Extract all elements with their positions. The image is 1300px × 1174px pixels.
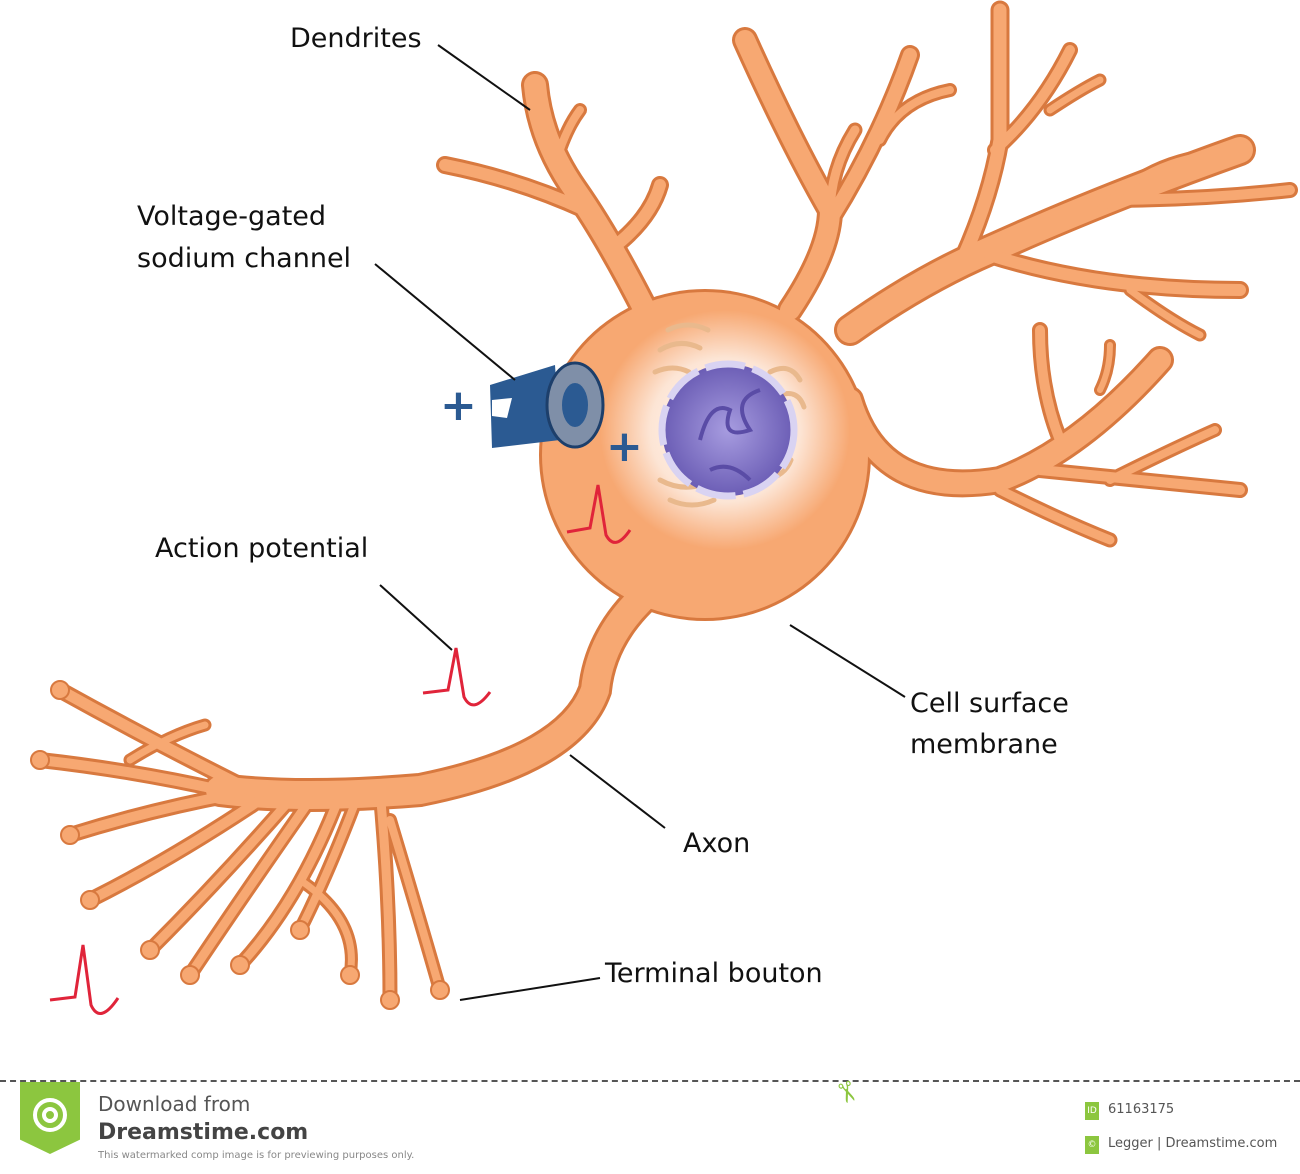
neurite [35,755,225,795]
neurite [296,876,355,979]
site-name[interactable]: Dreamstime.com [98,1120,309,1145]
terminal-bouton [60,825,80,845]
neurite [735,30,841,320]
neurite [839,349,1171,495]
terminal-bouton [50,680,70,700]
neurite [604,179,666,256]
neurite [145,795,295,955]
neurite [524,74,661,331]
spike-soma [566,484,632,544]
label-terminal-bouton: Terminal bouton [605,958,823,989]
neurite [1097,342,1113,393]
neurite [823,48,917,227]
plus-sign-outside: + [440,380,477,431]
label-membrane-1: Cell surface [910,688,1069,719]
neurite [1106,426,1219,484]
neurite [439,159,591,216]
leader-lines [374,44,906,1001]
scissors-icon: ✂ [827,1075,867,1110]
terminal-bouton [80,890,100,910]
neurite [54,684,256,796]
download-from-text: Download from [98,1092,251,1116]
neurite [1095,185,1295,205]
neurite [551,106,584,169]
terminal-bouton [30,750,50,770]
terminal-bouton [180,965,200,985]
credit: Legger | Dreamstime.com [1108,1136,1278,1151]
neurite [990,45,1075,155]
terminal-bouton [230,955,250,975]
neurite [235,790,345,970]
action-potential-spikes [49,484,632,1015]
neurite [185,795,315,980]
neurite [984,249,1246,296]
spike-terminal [49,944,120,1015]
copyright-icon: © [1085,1136,1099,1154]
neurite [1046,76,1104,114]
plus-sign-inside: + [606,421,643,472]
watermark-note: This watermarked comp image is for previ… [98,1150,415,1161]
neurite [85,795,265,905]
neurite [1126,286,1204,339]
neurite [126,721,209,764]
terminal-bouton [380,990,400,1010]
terminal-bouton [430,980,450,1000]
dreamstime-logo-icon [20,1082,80,1154]
id-badge-icon: ID [1085,1102,1099,1120]
terminal-bouton [290,920,310,940]
neurite [296,786,364,934]
label-axon: Axon [683,828,751,859]
neurite [375,785,395,1005]
label-channel-2: sodium channel [137,243,352,274]
neurite [65,790,235,840]
sodium-channel [490,361,605,449]
neurite [386,816,444,994]
neurite [837,137,1253,343]
neurite [206,586,654,809]
neuron-diagram [30,0,1298,1015]
label-channel-1: Voltage-gated [137,201,327,232]
neurite [1035,465,1245,495]
label-dendrites: Dendrites [290,23,422,54]
image-id: 61163175 [1108,1102,1175,1117]
watermark-footer: Download from Dreamstime.com This waterm… [0,1076,1300,1174]
neurite [1035,325,1065,445]
terminal-bouton [140,940,160,960]
label-membrane-2: membrane [910,729,1058,760]
spike-axon [422,647,492,707]
neurite [995,485,1115,545]
neurite [876,86,954,144]
neurite [1096,151,1219,214]
nucleus [600,310,850,550]
terminal-bouton [340,965,360,985]
label-action-potential: Action potential [155,533,369,564]
neurite [825,125,860,220]
